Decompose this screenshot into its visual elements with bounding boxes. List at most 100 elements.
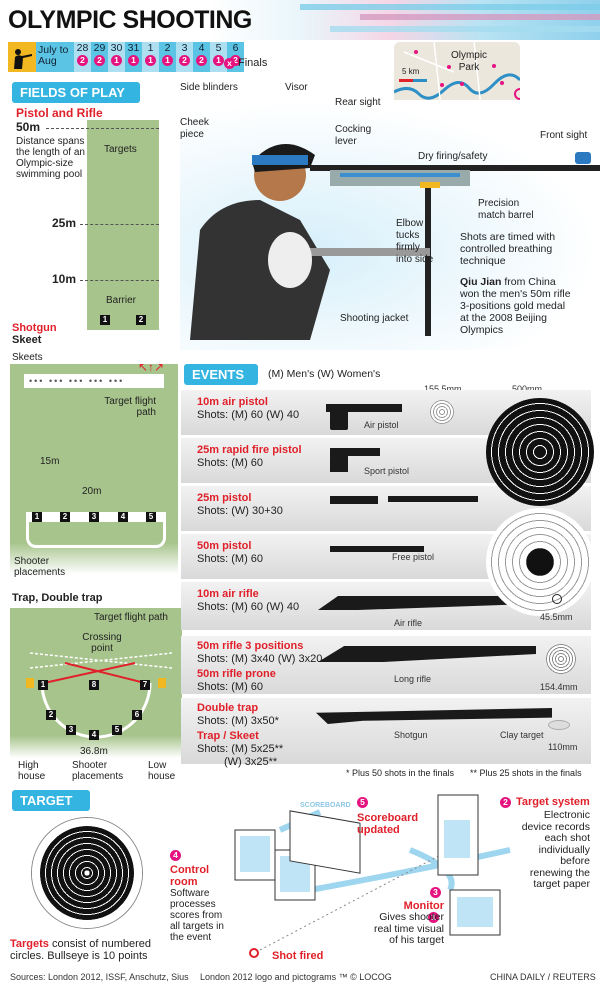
- label-barrel: Precision match barrel: [478, 198, 534, 221]
- station-marker: 3: [66, 725, 76, 735]
- station-marker: 8: [89, 680, 99, 690]
- step-4: 4: [170, 849, 181, 861]
- events-heading: EVENTS: [184, 364, 258, 385]
- scoreboard-text: SCOREBOARD: [300, 802, 351, 809]
- process-diagram: [234, 794, 511, 958]
- station-marker: 5: [146, 512, 156, 522]
- lane-marker: 2: [136, 315, 146, 325]
- clay-target-icon: [548, 720, 570, 730]
- trap-width: 36.8m: [80, 746, 108, 757]
- air-pistol-icon: [326, 404, 402, 412]
- step-1-title: Shot fired: [272, 950, 324, 962]
- station-marker: 3: [89, 512, 99, 522]
- step-3: 3: [430, 886, 441, 898]
- breathing-note: Shots are timed with controlled breathin…: [460, 231, 556, 267]
- distance-note: Distance spans the length of an Olympic-…: [16, 136, 85, 180]
- free-pistol-icon: [330, 546, 424, 552]
- step-5-title: Scoreboard updated: [357, 812, 419, 836]
- skeet-houses: ••• ••• ••• ••• •••: [24, 374, 164, 388]
- banner-stripe: [330, 26, 600, 32]
- shooter-pictogram-icon: [8, 42, 36, 72]
- station-marker: 2: [46, 710, 56, 720]
- dim-clay: 110mm: [548, 742, 578, 752]
- copyright: London 2012 logo and pictograms ™ © LOCO…: [200, 972, 392, 982]
- dim-rifle-target: 45.5mm: [540, 612, 573, 622]
- page-title: OLYMPIC SHOOTING: [8, 6, 252, 34]
- step-2-text: Electronic device records each shot indi…: [521, 809, 590, 890]
- step-4-text: Software processes scores from all targe…: [170, 888, 224, 943]
- label-dry-firing: Dry firing/safety: [418, 151, 488, 162]
- step-3-title: Monitor: [403, 900, 444, 912]
- crossing-point: Crossing point: [82, 632, 122, 654]
- clay-label: Clay target: [500, 730, 544, 740]
- distance-50m: 50m: [16, 120, 41, 134]
- finals-legend: x Finals: [224, 57, 267, 69]
- shooter-illustration: [190, 144, 600, 340]
- flight-arrows-icon: ↖↑↗: [138, 360, 165, 374]
- rifle-target-icon: [546, 644, 576, 674]
- dim-large-target: 500mm: [512, 384, 543, 394]
- station-marker: 1: [38, 680, 48, 690]
- label-side-blinders: Side blinders: [180, 82, 238, 93]
- air-pistol-grip: [330, 410, 348, 430]
- air-rifle-target-icon: [552, 594, 562, 604]
- skeet-field: [10, 364, 178, 574]
- high-house: High house: [18, 760, 46, 782]
- station-marker: 4: [89, 730, 99, 740]
- fields-of-play-heading: FIELDS OF PLAY: [12, 82, 140, 103]
- step-1: 1: [428, 911, 439, 923]
- barrier-label: Barrier: [106, 295, 137, 306]
- label-cocking-lever: Cocking lever: [335, 124, 372, 147]
- shotgun-title: Shotgun: [12, 322, 57, 334]
- distance-25m: 25m: [52, 216, 77, 230]
- pistol-precision-target-icon: [486, 508, 594, 616]
- step-4-title: Control room: [170, 864, 210, 888]
- distance-15m: 15m: [40, 456, 60, 467]
- low-house: Low house: [148, 760, 176, 782]
- skeet-shooter-placements: Shooter placements: [14, 556, 66, 578]
- trap-shooter-placements: Shooter placements: [72, 760, 124, 782]
- step-2: 2: [500, 796, 511, 808]
- air-pistol-target-icon: [430, 400, 454, 424]
- credit: CHINA DAILY / REUTERS: [490, 972, 596, 982]
- footnote-2: ** Plus 25 shots in the finals: [470, 768, 582, 778]
- gun-label: Sport pistol: [364, 466, 410, 476]
- skeets-label: Skeets: [12, 352, 43, 363]
- gun-label: Air rifle: [394, 618, 423, 628]
- gun-label: Long rifle: [394, 674, 432, 684]
- skeet-title: Skeet: [12, 334, 42, 346]
- champion-note: Qiu Jian from China won the men's 50m ri…: [460, 276, 571, 336]
- trap-title: Trap, Double trap: [12, 592, 103, 604]
- large-pistol-target-icon: [486, 398, 594, 506]
- label-cheek-piece: Cheek piece: [180, 117, 209, 140]
- banner-stripe: [300, 4, 600, 10]
- label-shooting-jacket: Shooting jacket: [340, 313, 409, 324]
- step-5: 5: [357, 796, 368, 808]
- dim-small-target: 155.5mm: [424, 384, 462, 394]
- distance-10m: 10m: [52, 272, 77, 286]
- target-heading: TARGET: [12, 790, 90, 811]
- lane-marker: 1: [100, 315, 110, 325]
- pistol-rifle-title: Pistol and Rifle: [16, 106, 103, 120]
- step-2-title: Target system: [516, 796, 590, 808]
- banner-stripe: [360, 14, 600, 20]
- target-caption: Targets consist of numbered circles. Bul…: [10, 938, 152, 962]
- event-row: [181, 636, 591, 694]
- footnote-1: * Plus 50 shots in the finals: [346, 768, 455, 778]
- targets-label: Targets: [104, 144, 137, 155]
- map-park-label: Olympic Park: [450, 50, 488, 73]
- label-rear-sight: Rear sight: [335, 97, 381, 108]
